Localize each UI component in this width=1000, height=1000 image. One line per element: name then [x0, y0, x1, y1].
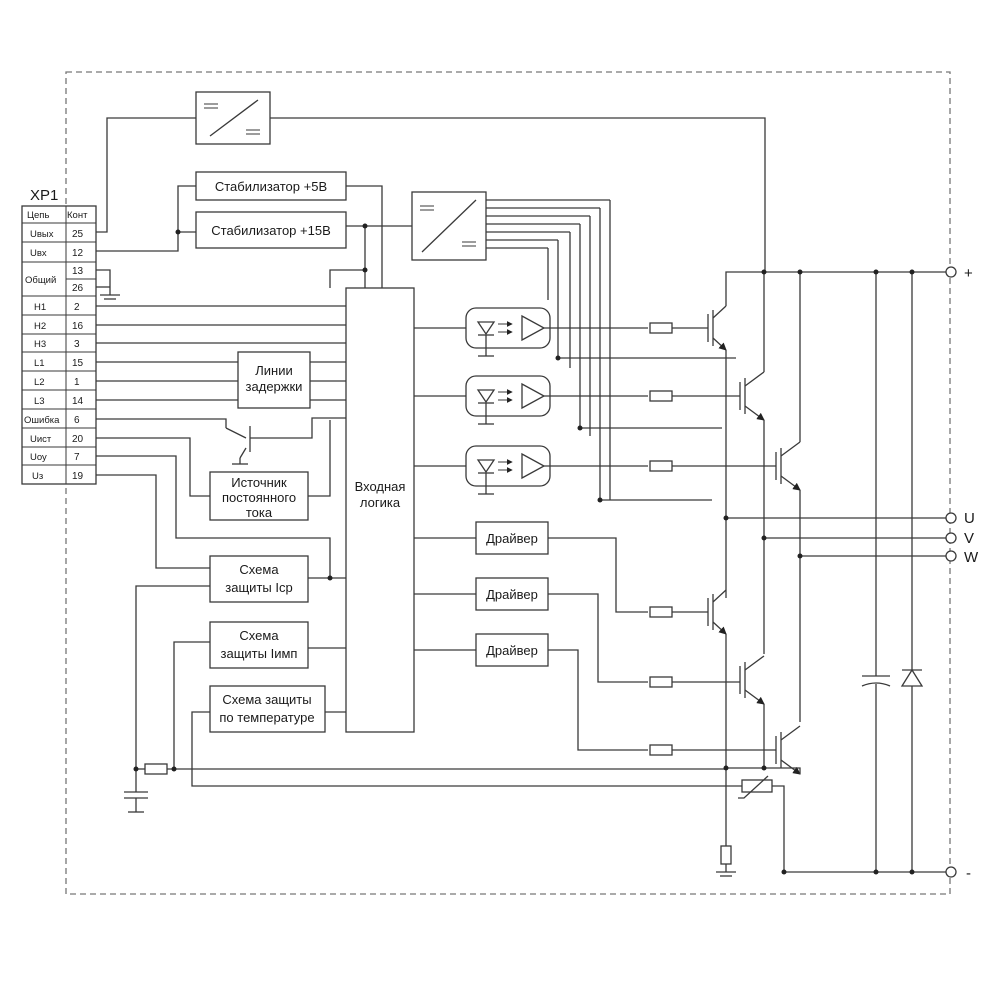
signal-h1: H1 — [34, 302, 46, 313]
pin-7: 7 — [74, 452, 80, 463]
pin-14: 14 — [72, 396, 84, 407]
terminal-v-label: V — [964, 530, 974, 547]
signal-h2: H2 — [34, 321, 46, 332]
prot-pulse-label-1: Схема — [239, 628, 279, 643]
terminal-w-label: W — [964, 549, 979, 566]
igbt-v-high — [739, 371, 765, 421]
driver-1-label: Драйвер — [486, 531, 538, 546]
terminal-w — [945, 550, 957, 562]
stabilizer-15v: Стабилизатор +15В — [195, 211, 347, 249]
suppressor-diode — [900, 272, 924, 872]
input-logic-label-2: логика — [360, 495, 401, 510]
header-contact: Конт — [67, 210, 88, 221]
input-resistor — [144, 763, 168, 775]
signal-l1: L1 — [34, 358, 45, 369]
terminal-u — [945, 512, 957, 524]
pin-19: 19 — [72, 471, 84, 482]
pin-3: 3 — [74, 339, 80, 350]
prot-temp-label-2: по температуре — [219, 710, 314, 725]
signal-l2: L2 — [34, 377, 45, 388]
pin-6: 6 — [74, 415, 80, 426]
wiring — [96, 117, 785, 877]
input-logic: Входная логика — [345, 287, 415, 733]
stabilizer-15v-label: Стабилизатор +15В — [211, 223, 331, 238]
igbt-v-low — [739, 655, 765, 705]
current-source-label-3: тока — [246, 505, 273, 520]
dc-link-capacitor — [861, 272, 891, 872]
prot-avg-label-1: Схема — [239, 562, 279, 577]
terminal-u-label: U — [964, 510, 975, 527]
gate-resistors — [649, 322, 776, 756]
terminal-minus — [945, 866, 957, 878]
prot-temp-label-1: Схема защиты — [222, 692, 311, 707]
signal-u-in: Uвх — [30, 248, 47, 259]
driver-3-label: Драйвер — [486, 643, 538, 658]
signal-u-z: Uз — [32, 471, 43, 482]
signal-u-src: Uист — [30, 434, 52, 445]
dc-dc-converter-isolated — [411, 191, 736, 501]
current-shunt — [720, 845, 732, 865]
current-source-label-1: Источник — [231, 475, 287, 490]
driver-2: Драйвер — [414, 577, 648, 683]
driver-1: Драйвер — [414, 521, 648, 613]
optocoupler-3 — [414, 445, 648, 495]
connector-xp1: XP1 Цепь Конт Uвых 25 Uвх 12 Общий 13 26… — [21, 187, 97, 485]
optocoupler-2 — [414, 375, 648, 425]
terminal-plus-label: + — [964, 265, 973, 282]
input-logic-label-1: Входная — [355, 479, 406, 494]
protection-pulse-current: Схема защиты Iимп — [209, 621, 309, 669]
pin-1: 1 — [74, 377, 80, 388]
signal-h3: H3 — [34, 339, 46, 350]
prot-avg-label-2: защиты Iср — [225, 580, 292, 595]
pin-13: 13 — [72, 266, 84, 277]
driver-2-label: Драйвер — [486, 587, 538, 602]
current-source-label-2: постоянного — [222, 490, 296, 505]
pin-12: 12 — [72, 248, 84, 259]
prot-pulse-label-2: защиты Iимп — [221, 646, 298, 661]
terminal-v — [945, 532, 957, 544]
signal-error: Ошибка — [24, 415, 60, 426]
driver-3: Драйвер — [414, 633, 648, 751]
signal-common: Общий — [25, 275, 56, 286]
signal-l3: L3 — [34, 396, 45, 407]
igbt-u-low — [707, 589, 727, 635]
signal-u-oa: Uоу — [30, 452, 47, 463]
protection-temperature: Схема защиты по температуре — [209, 685, 326, 733]
junction-dots — [133, 223, 915, 875]
pin-20: 20 — [72, 434, 84, 445]
header-circuit: Цепь — [27, 210, 49, 221]
pin-16: 16 — [72, 321, 84, 332]
delay-lines: Линии задержки — [237, 351, 311, 409]
delay-lines-label-2: задержки — [246, 379, 303, 394]
igbt-w-high — [775, 441, 801, 491]
current-source: Источник постоянного тока — [209, 471, 309, 521]
terminal-plus — [945, 266, 957, 278]
stabilizer-5v-label: Стабилизатор +5В — [215, 179, 327, 194]
stabilizer-5v: Стабилизатор +5В — [195, 171, 347, 201]
pin-25: 25 — [72, 229, 84, 240]
pin-26: 26 — [72, 283, 84, 294]
dc-dc-converter-top — [195, 91, 271, 145]
protection-average-current: Схема защиты Iср — [209, 555, 309, 603]
output-terminals: + U V W - — [945, 265, 979, 882]
signal-u-out: Uвых — [30, 229, 54, 240]
thermistor — [738, 775, 773, 799]
optocoupler-1 — [414, 307, 648, 357]
igbt-w-low — [775, 725, 801, 775]
terminal-minus-label: - — [966, 865, 971, 882]
connector-title: XP1 — [30, 187, 58, 204]
pin-2: 2 — [74, 302, 80, 313]
igbt-bridge — [707, 271, 948, 873]
igbt-u-high — [707, 305, 727, 351]
delay-lines-label-1: Линии — [255, 363, 293, 378]
pin-15: 15 — [72, 358, 84, 369]
